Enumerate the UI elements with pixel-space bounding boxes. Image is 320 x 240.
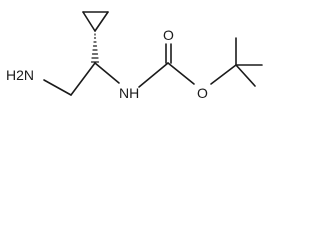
ester-oxygen-to-tbutyl-bond	[210, 64, 237, 85]
hashed-stereo-bond	[90, 33, 100, 63]
ch2-to-amine-bond	[43, 79, 72, 96]
cyclopropyl-bond-left	[82, 11, 96, 32]
stereocenter-to-ch2-bond	[70, 62, 96, 96]
ester-oxygen-label: O	[197, 85, 208, 101]
structure-canvas: H2N NH O O	[0, 0, 275, 107]
nh-to-carbonyl-bond	[138, 62, 169, 88]
carbonyl-to-ester-oxygen-bond	[167, 62, 195, 85]
amine-label: H2N	[6, 67, 34, 83]
chemical-structure-diagram: H2N NH O O	[6, 11, 263, 101]
cyclopropyl-bond-right	[94, 11, 109, 32]
carbonyl-oxygen-label: O	[163, 27, 174, 43]
stereocenter-to-nh-bond	[94, 62, 120, 84]
carbamate-nitrogen-label: NH	[119, 85, 139, 101]
tbutyl-methyl-down-bond	[235, 64, 256, 87]
